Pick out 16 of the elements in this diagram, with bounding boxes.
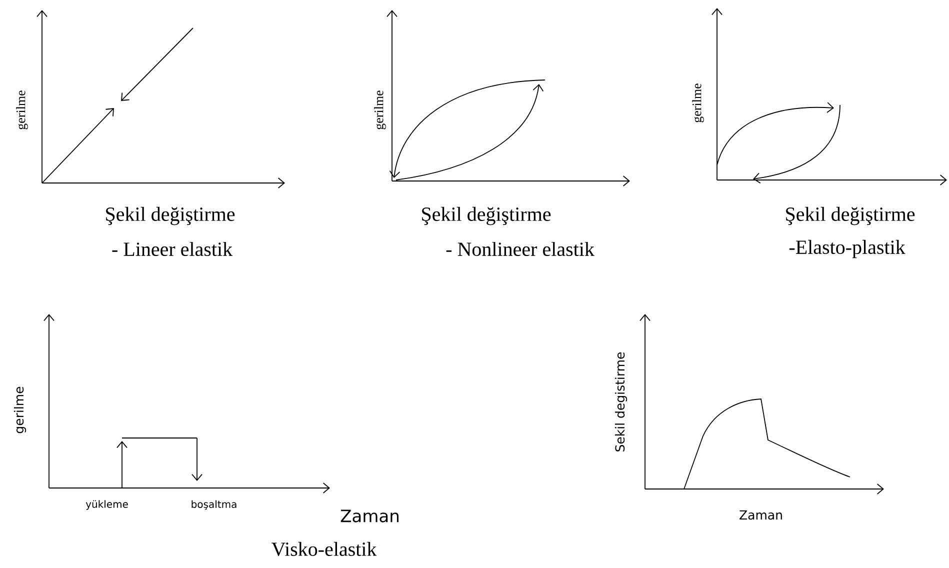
caption: -Elasto-plastik <box>789 240 906 258</box>
axis-label: gerilme <box>374 90 386 130</box>
axis-label: boşaltma <box>192 500 236 510</box>
caption: - Lineer elastik <box>112 242 233 256</box>
axis-label: gerilme <box>692 84 704 122</box>
caption: Visko-elastik <box>272 542 377 556</box>
axis-label: gerilme <box>14 386 26 434</box>
axis-label: Zaman <box>340 510 398 522</box>
axis-label: Sekil degistirme <box>614 352 628 452</box>
axis-label: gerilme <box>16 90 28 130</box>
axis-label: Zaman <box>740 510 782 520</box>
caption: - Nonlineer elastik <box>446 242 594 256</box>
caption: Şekil değiştirme <box>106 206 235 226</box>
axis-label: yükleme <box>86 500 128 510</box>
caption: Şekil değiştirme <box>422 206 551 226</box>
caption: Şekil değiştirme <box>786 206 915 226</box>
